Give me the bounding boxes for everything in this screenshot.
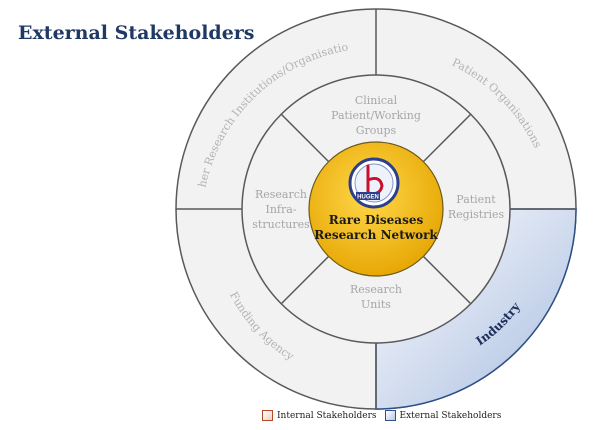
inner-label-right-2: Registries (448, 208, 505, 221)
legend-label-internal: Internal Stakeholders (277, 410, 377, 421)
center-circle (308, 141, 444, 277)
legend-label-external: External Stakeholders (399, 410, 502, 421)
inner-label-left-1: Research (255, 188, 307, 201)
inner-label-top-3: Groups (356, 124, 397, 137)
legend-item-internal: Internal Stakeholders (262, 410, 377, 421)
inner-label-left-3: structures (252, 218, 310, 231)
center-title-line2: Research Network (314, 228, 438, 242)
logo-text: HUGEN (357, 195, 379, 201)
inner-label-bottom-1: Research (350, 283, 402, 296)
inner-label-right-1: Patient (456, 193, 496, 206)
external-swatch-icon (384, 410, 396, 421)
inner-label-top-2: Patient/Working (331, 109, 421, 122)
inner-label-top-1: Clinical (355, 94, 398, 107)
page-title: External Stakeholders (18, 22, 255, 44)
center-title-line1: Rare Diseases (329, 213, 424, 227)
legend: Internal Stakeholders External Stakehold… (262, 410, 501, 421)
legend-item-external: External Stakeholders (384, 410, 502, 421)
inner-label-left-2: Infra- (265, 203, 296, 216)
inner-label-bottom-2: Units (361, 298, 391, 311)
internal-swatch-icon (262, 410, 273, 421)
hugen-logo: HUGEN (348, 157, 400, 209)
